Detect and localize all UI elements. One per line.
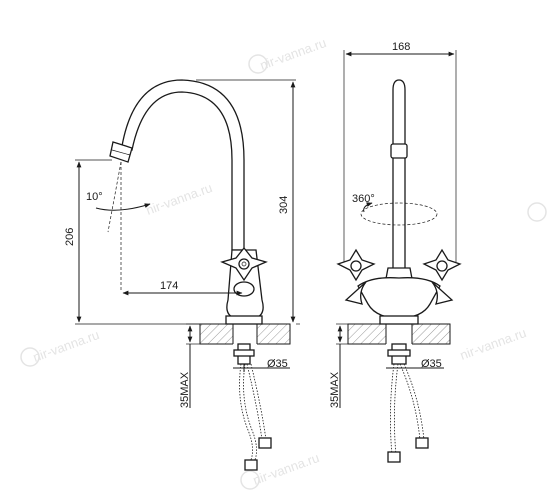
front-view: 360° 168 35MAX Ø35 (329, 41, 462, 463)
height-spout-label: 206 (64, 228, 76, 246)
spout-tube (392, 79, 406, 271)
hose-right (246, 363, 263, 441)
reach-label: 174 (160, 280, 178, 292)
spout-tube (121, 79, 245, 251)
hose-left (239, 363, 253, 463)
rotation-ellipse (360, 202, 438, 226)
height-total-label: 304 (278, 196, 290, 214)
hole-diameter-label: Ø35 (421, 358, 442, 370)
faucet-body (357, 277, 441, 319)
cross-handle (220, 246, 268, 282)
width-label: 168 (392, 41, 410, 53)
watermark-text: nir-vanna.ru (258, 35, 328, 73)
hole-diameter-label: Ø35 (267, 358, 288, 370)
max-thickness-label: 35MAX (329, 371, 341, 408)
spout-tip (109, 141, 133, 163)
watermarks: nir-vanna.ru nir-vanna.ru nir-vanna.ru n… (20, 35, 547, 490)
hose-left (390, 363, 395, 456)
cross-handle-right (422, 248, 462, 305)
spout-tip (390, 143, 408, 159)
angle-label: 10° (86, 191, 103, 203)
watermark-text: nir-vanna.ru (144, 180, 214, 218)
watermark-text: nir-vanna.ru (31, 327, 101, 365)
max-thickness-label: 35MAX (179, 371, 191, 408)
watermark-text: nir-vanna.ru (251, 450, 321, 488)
rotation-label: 360° (352, 193, 375, 205)
cross-handle-left (336, 248, 376, 305)
hose-right (399, 363, 421, 441)
watermark-text: nir-vanna.ru (458, 325, 528, 363)
side-view: 10° 304 206 174 35MAX Ø35 (64, 79, 300, 471)
